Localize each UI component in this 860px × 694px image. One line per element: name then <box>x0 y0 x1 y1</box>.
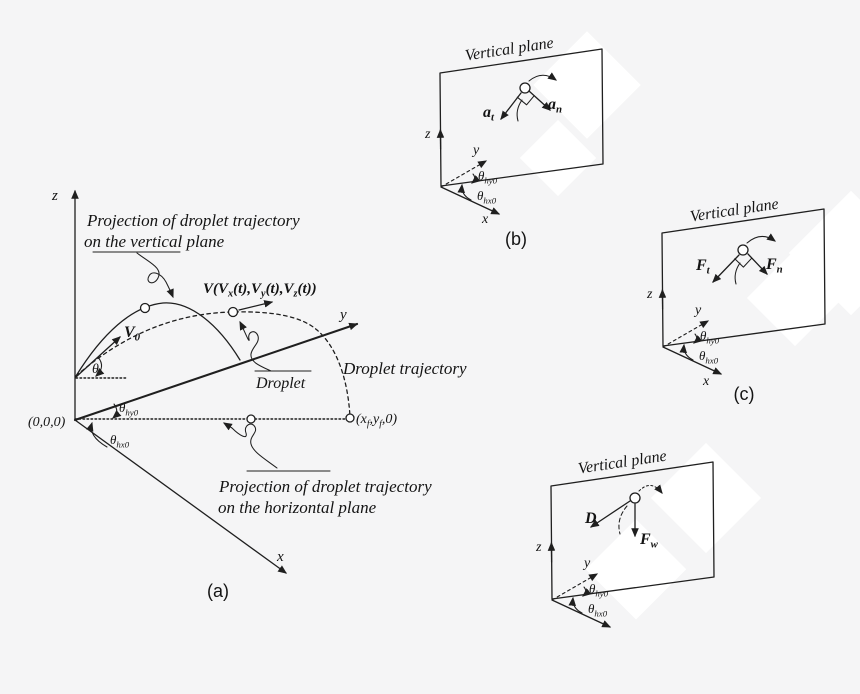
theta-hy0-label: θhy0 <box>119 400 139 418</box>
proj-horizontal-caption-line1: Projection of droplet trajectory <box>218 477 432 496</box>
y-axis-label: y <box>582 556 591 571</box>
theta-hx0-arc <box>568 596 583 614</box>
x-axis <box>662 346 723 375</box>
theta-hx0-label: θhx0 <box>588 601 608 619</box>
theta-hx0-arc <box>457 183 472 201</box>
tangential-force-arrow <box>712 254 740 283</box>
proj-vertical-caption-line2: on the vertical plane <box>84 232 225 251</box>
trajectory-arc <box>734 262 741 285</box>
tangential-acceleration-arrow <box>500 92 522 120</box>
watermark-diamond <box>533 31 641 139</box>
theta-hx0-label: θhx0 <box>477 188 497 206</box>
vertical-plane-outline <box>550 461 715 600</box>
normal-force-label: Fn <box>765 256 783 276</box>
normal-acceleration-label: an <box>548 96 562 116</box>
panel-b-letter: (b) <box>505 229 527 249</box>
droplet-marker-vertical <box>139 302 151 314</box>
y-axis <box>662 320 710 348</box>
turn-direction-arrow <box>746 233 777 244</box>
x-axis-label: x <box>702 374 710 389</box>
z-axis-label: z <box>424 127 431 142</box>
vertical-projection-curve <box>75 302 241 377</box>
vertical-plane-title: Vertical plane <box>689 196 780 226</box>
trajectory-curve <box>75 311 351 418</box>
watermark-diamond <box>585 519 687 620</box>
right-angle-mark <box>516 95 535 106</box>
normal-force-arrow <box>747 253 768 275</box>
normal-acceleration-arrow <box>528 90 551 111</box>
drag-force-arrow <box>589 500 631 528</box>
panel-c-letter: (c) <box>734 384 755 404</box>
velocity-label: V(Vx(t),Vy(t),Vz(t)) <box>203 281 317 300</box>
z-axis-label: z <box>646 287 653 302</box>
trajectory-arc <box>516 99 523 122</box>
y-axis-label: y <box>693 303 702 318</box>
theta-hy0-arc <box>582 586 592 597</box>
watermark-diamond <box>746 249 844 347</box>
launch-angle-arc <box>95 356 105 377</box>
x-axis-label: x <box>481 212 489 227</box>
launch-angle-label: θ <box>92 362 99 377</box>
z-axis-label: z <box>535 540 542 555</box>
theta-hy0-label: θhy0 <box>478 168 498 186</box>
turn-direction-dotted-arrow <box>638 484 663 494</box>
theta-hy0-arc <box>693 333 703 344</box>
y-axis <box>440 160 488 188</box>
theta-hx0-label: θhx0 <box>110 432 130 450</box>
droplet-marker-trajectory <box>227 306 239 318</box>
z-axis-label: z <box>51 188 58 204</box>
x-axis <box>74 419 287 574</box>
droplet-marker-horizontal <box>246 414 256 424</box>
right-angle-mark <box>734 257 753 268</box>
vertical-plane-title: Vertical plane <box>464 35 555 65</box>
vertical-plane-outline <box>661 208 826 347</box>
theta-hx0-label: θhx0 <box>699 348 719 366</box>
tangential-force-label: Ft <box>695 257 711 277</box>
y-axis-label: y <box>471 143 480 158</box>
y-axis <box>73 322 359 422</box>
droplet-marker <box>737 244 749 256</box>
vertical-plane-title: Vertical plane <box>577 448 668 478</box>
theta-hx0-arc <box>679 343 694 361</box>
proj-horizontal-leader <box>222 422 278 469</box>
x-axis <box>440 186 501 215</box>
theta-hy0-arc <box>471 173 481 184</box>
watermark-pattern <box>519 31 860 620</box>
theta-hy0-arc <box>112 403 122 419</box>
trajectory-dashed-arc <box>618 505 628 535</box>
droplet-marker <box>519 82 531 94</box>
proj-vertical-leader <box>136 252 174 299</box>
droplet-marker <box>629 492 641 504</box>
y-axis-label: y <box>338 307 347 323</box>
panel-a-letter: (a) <box>207 581 229 601</box>
x-axis-label: x <box>276 549 284 565</box>
proj-horizontal-caption-line2: on the horizontal plane <box>218 498 377 517</box>
x-axis <box>551 599 612 628</box>
droplet-leader <box>239 320 272 372</box>
initial-velocity-label: V0 <box>124 324 141 344</box>
velocity-arrow <box>238 300 274 311</box>
theta-hx0-arc <box>86 421 108 448</box>
watermark-diamond <box>519 119 597 197</box>
proj-vertical-caption-line1: Projection of droplet trajectory <box>86 211 300 230</box>
vertical-plane-outline <box>439 48 604 187</box>
droplet-trajectory-label: Droplet trajectory <box>342 359 467 378</box>
theta-hy0-label: θhy0 <box>589 581 609 599</box>
watermark-diamond <box>650 442 762 554</box>
landing-point-label: (xf,yf,0) <box>356 412 397 430</box>
y-axis <box>551 573 599 601</box>
tangential-acceleration-label: at <box>483 104 495 124</box>
drag-force-label: D <box>584 510 597 527</box>
panel-a: z x y V0 θ θhy0 θhx0 (0,0,0) V(Vx(t),Vy(… <box>28 188 467 601</box>
origin-label: (0,0,0) <box>28 415 66 430</box>
turn-direction-arrow <box>528 72 558 82</box>
weight-force-label: Fw <box>639 531 659 551</box>
droplet-label: Droplet <box>255 375 306 392</box>
landing-point-marker <box>345 413 355 423</box>
theta-hy0-label: θhy0 <box>700 328 720 346</box>
